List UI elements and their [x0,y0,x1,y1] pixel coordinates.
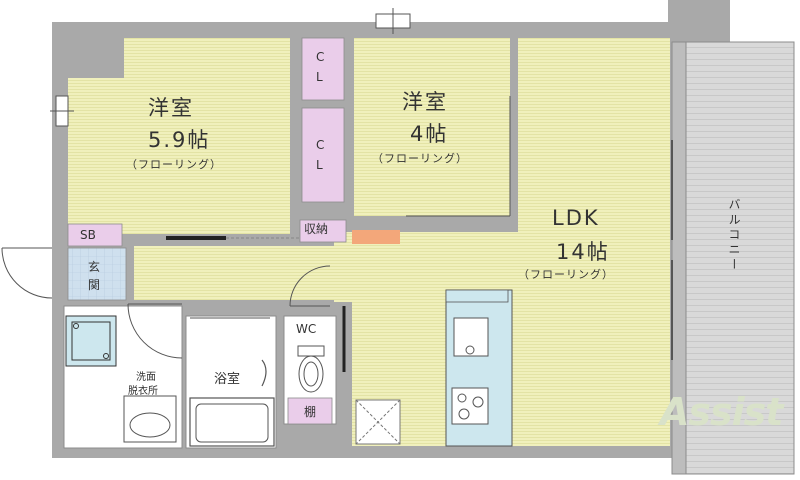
closet-mid-l: L [316,158,323,172]
toilet-tank [297,345,325,357]
western-right-floor: （フローリング） [372,152,468,165]
closet-top-c: C [316,50,325,64]
ldk-floor: （フローリング） [518,268,614,281]
western-left-name: 洋室 [148,96,194,120]
balcony-rail [671,41,687,475]
toilet-label: WC [296,322,317,336]
toilet-bowl [298,355,324,393]
kitchen-sink [453,317,489,357]
balcony-floor [683,41,795,475]
western-left-floor: （フローリング） [126,158,222,171]
wash-basin [123,395,177,443]
room-western-right [354,38,510,216]
western-left-notch [56,36,124,78]
ldk-size: 14帖 [556,240,610,264]
shelf [287,397,333,425]
washroom-door [127,303,183,359]
entrance-door [1,247,53,299]
storage-closet [299,219,347,243]
storage-box-label: SB [80,228,96,242]
bath-label: 浴室 [214,372,241,387]
balcony-label: バルコニー [727,198,741,273]
closet-top-l: L [316,70,323,84]
washroom-label-1: 洗面 [136,372,156,383]
western-right-size: 4帖 [410,122,449,146]
closet-mid [301,107,345,203]
bathtub [189,397,275,447]
entrance-label-2: 関 [88,278,101,292]
western-left-size: 5.9帖 [148,128,211,152]
storage-label: 収納 [304,222,329,236]
watermark-logo: Assist [660,390,783,434]
washer-pan [65,315,117,367]
ldk-name: LDK [552,206,600,230]
entrance-label-1: 玄 [88,260,101,274]
accent-storage [352,230,400,244]
room-ldk [518,38,670,446]
closet-top [301,37,345,101]
hallway-vertical [334,232,354,302]
hallway [134,246,344,300]
kitchen-stove [451,387,489,425]
storage-box [67,223,123,247]
washroom-label-2: 脱衣所 [128,386,158,397]
entrance-floor [67,247,127,301]
closet-mid-c: C [316,138,325,152]
western-right-name: 洋室 [402,90,448,114]
shelf-label: 棚 [304,405,317,419]
toilet-door [289,265,331,307]
